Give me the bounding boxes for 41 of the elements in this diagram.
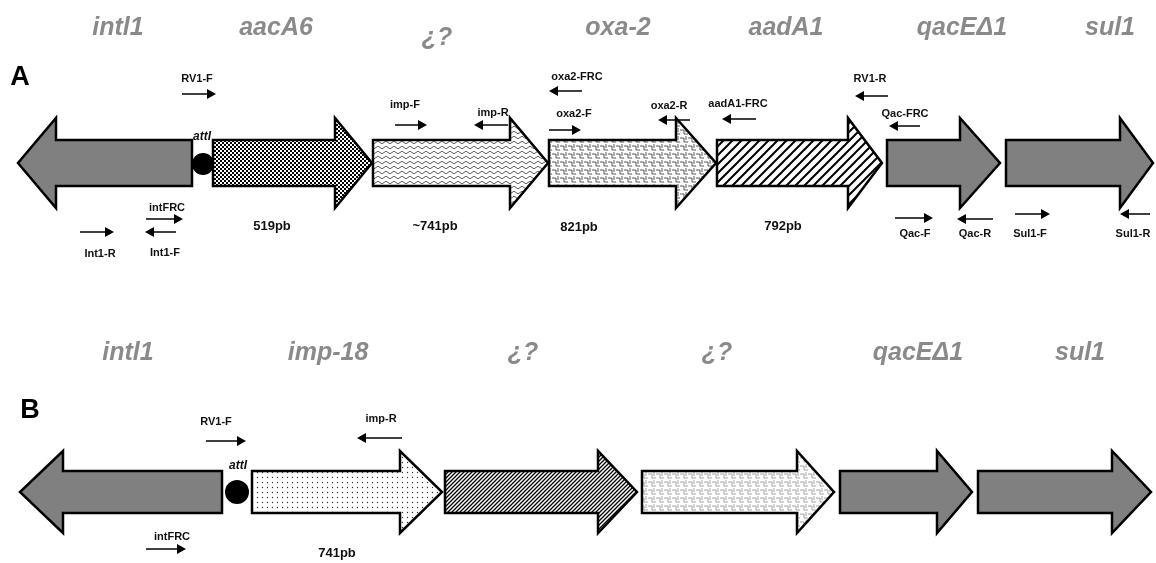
primer-label: intFRC [149,200,185,214]
site-label: attI [193,130,211,144]
primer-label: Qac-FRC [881,106,929,120]
fragment-size: 821pb [560,219,598,235]
primer-label: Int1-F [150,245,180,259]
gene-name: qacEΔ1 [916,13,1008,41]
primer-label: imp-R [477,105,509,119]
panel-letter: B [20,395,40,425]
primer-label: oxa2-R [650,98,688,112]
gene-name: qacEΔ1 [872,338,964,366]
gene-name: ¿? [507,338,539,366]
gene-name: ¿? [701,338,733,366]
site-label: attI [229,459,247,473]
primer-label: Qac-F [899,226,931,240]
gene-name: ¿? [421,23,453,51]
primer-label: aadA1-FRC [708,96,768,110]
primer-label: Int1-R [84,246,116,260]
gene-name: sul1 [1085,13,1135,41]
panel-letter: A [10,62,30,92]
fragment-size: 519pb [253,218,291,234]
primer-label: RV1-F [181,71,213,85]
fragment-size: 792pb [764,218,802,234]
primer-label: imp-R [365,411,397,425]
gene-name: intl1 [92,13,144,41]
primer-label: imp-F [390,97,420,111]
gene-name: imp-18 [287,338,369,366]
gene-name: aadA1 [748,13,824,41]
gene-name: aacA6 [239,13,313,41]
fragment-size: 741pb [318,545,356,561]
gene-name: intl1 [102,338,154,366]
primer-label: intFRC [154,529,190,543]
primer-label: oxa2-F [556,106,592,120]
fragment-size: ~741pb [412,218,458,234]
gene-name: sul1 [1055,338,1105,366]
primer-label: oxa2-FRC [551,69,603,83]
primer-label: Sul1-R [1115,226,1151,240]
gene-name: oxa-2 [585,13,651,41]
primer-label: RV1-F [200,414,232,428]
primer-label: RV1-R [853,71,887,85]
primer-label: Qac-R [958,226,992,240]
primer-label: Sul1-F [1013,226,1047,240]
